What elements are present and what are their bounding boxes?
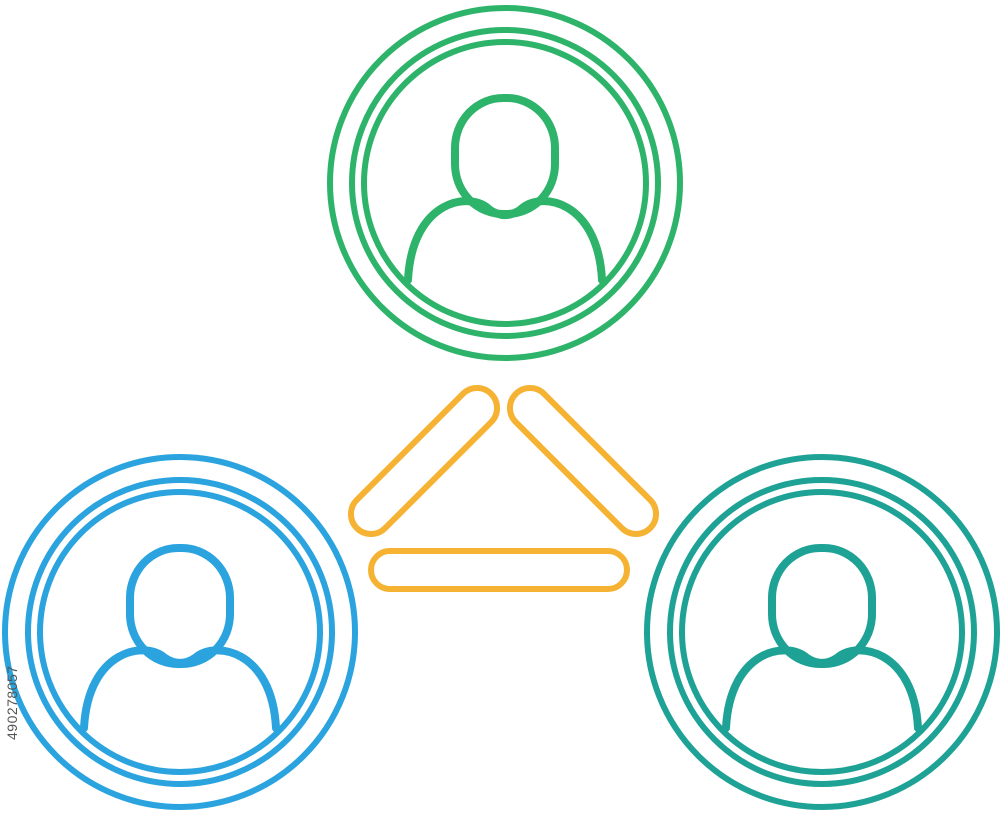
right-node-outer-ring (644, 454, 1000, 810)
connector-right-bar (506, 384, 660, 538)
right-user-shoulders (722, 646, 922, 732)
top-user-shoulders (404, 197, 606, 284)
right-node-middle-ring (667, 477, 977, 787)
top-user-node (327, 5, 683, 361)
top-user-icon (404, 94, 606, 284)
top-node-middle-ring (349, 27, 661, 339)
right-user-node (644, 454, 1000, 810)
left-user-node (2, 454, 358, 810)
right-user-icon (722, 544, 922, 732)
connector-bottom-bar (368, 548, 630, 592)
left-user-icon (80, 544, 280, 732)
left-node-middle-ring (25, 477, 335, 787)
connector-triangle (347, 384, 660, 592)
connector-left-bar (347, 384, 501, 538)
top-node-outer-ring (327, 5, 683, 361)
left-user-shoulders (80, 646, 280, 732)
top-user-head (451, 94, 559, 218)
right-node-inner-ring (679, 489, 965, 775)
watermark-id: 490278057 (4, 665, 20, 740)
left-node-inner-ring (37, 489, 323, 775)
top-node-inner-ring (361, 39, 649, 327)
left-node-outer-ring (2, 454, 358, 810)
